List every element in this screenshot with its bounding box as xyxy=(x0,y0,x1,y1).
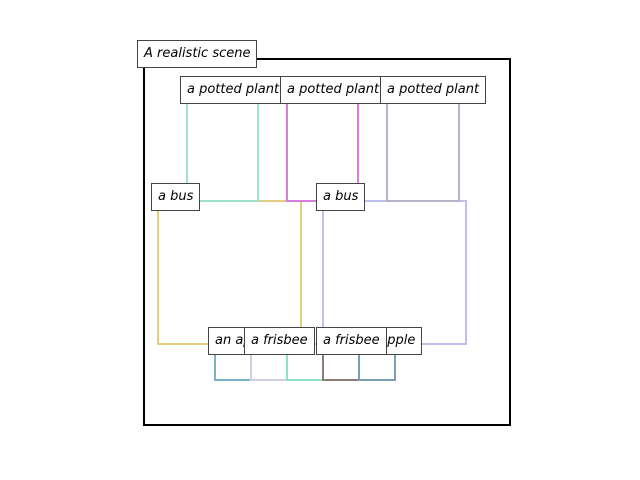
frisbee-2-label: a frisbee xyxy=(316,327,387,355)
plant-2-label: a potted plant xyxy=(280,76,387,104)
scene-title: A realistic scene xyxy=(137,40,258,68)
bus-2-box xyxy=(322,200,467,345)
frisbee-1-label: a frisbee xyxy=(244,327,315,355)
bus-2-label: a bus xyxy=(316,183,366,211)
plant-3-label: a potted plant xyxy=(380,76,487,104)
plant-1-label: a potted plant xyxy=(180,76,287,104)
scene-frame xyxy=(143,58,511,426)
bus-1-box xyxy=(157,200,302,345)
bus-1-label: a bus xyxy=(151,183,201,211)
plant-3-box xyxy=(386,89,460,202)
